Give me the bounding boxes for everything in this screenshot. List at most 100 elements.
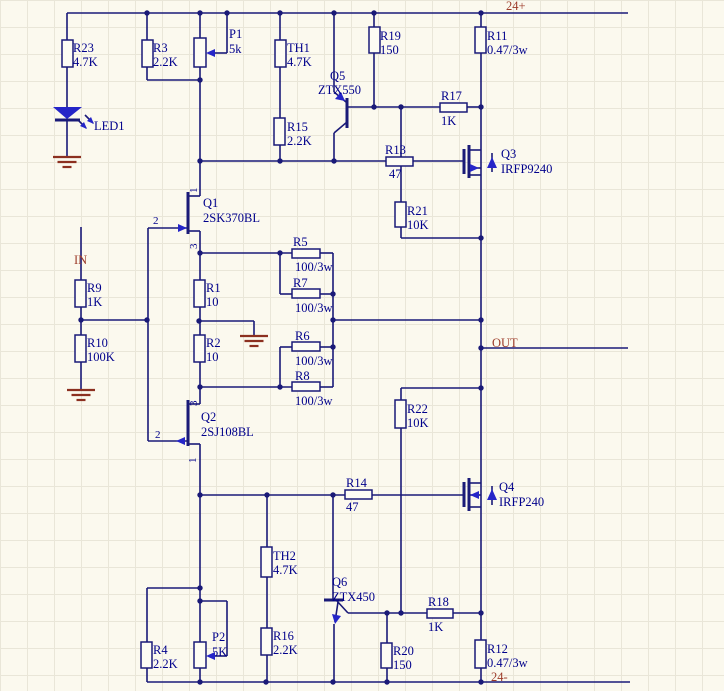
- resistor-R22-ref: R22: [407, 402, 428, 416]
- resistor-R7-value: 100/3w: [295, 301, 333, 315]
- resistor-R3-ref: R3: [153, 41, 168, 55]
- resistor-R6-value: 100/3w: [295, 354, 333, 368]
- junction-dot: [371, 10, 377, 16]
- pot-P1-value: 5k: [229, 42, 242, 56]
- resistor-R1-body: [193, 279, 206, 308]
- resistor-R5-body: [291, 248, 321, 259]
- junction-dot: [197, 585, 203, 591]
- resistor-R14-ref: R14: [346, 476, 368, 490]
- resistor-R15-ref: R15: [287, 120, 308, 134]
- resistor-R4-body: [140, 641, 153, 669]
- pin-number: 2: [155, 429, 161, 441]
- resistor-R22-value: 10K: [407, 416, 429, 430]
- resistor-R10-body: [74, 334, 87, 363]
- pot-P2-value: 5K: [212, 645, 227, 659]
- pot-P1-ref: P1: [229, 27, 242, 41]
- resistor-R12-body: [474, 639, 487, 669]
- resistor-R16-value: 2.2K: [273, 643, 298, 657]
- q3-substrate-arrow: [487, 157, 497, 168]
- pot-P2-body: [193, 641, 207, 669]
- resistor-R3-value: 2.2K: [153, 55, 178, 69]
- junction-dot: [144, 317, 150, 323]
- junction-dot: [330, 492, 336, 498]
- transistor-Q5-part: ZTX550: [318, 83, 361, 97]
- junction-dot: [330, 291, 336, 297]
- resistor-R7-body: [291, 288, 321, 299]
- transistor-Q2-ref: Q2: [201, 410, 216, 424]
- q4-substrate-arrow: [487, 489, 497, 500]
- resistor-R5-value: 100/3w: [295, 260, 333, 274]
- resistor-R16-ref: R16: [273, 629, 294, 643]
- junction-dot: [331, 10, 337, 16]
- transistor-Q5-ref: Q5: [330, 69, 345, 83]
- pin-number: 1: [187, 458, 199, 464]
- q2-gate-arrow: [176, 437, 185, 445]
- resistor-R18-value: 1K: [428, 620, 443, 634]
- pot-P1-body: [193, 37, 207, 68]
- resistor-R17-body: [439, 102, 468, 113]
- resistor-TH1-ref: TH1: [287, 41, 310, 55]
- q1-gate-arrow: [178, 224, 187, 232]
- junction-dot: [371, 104, 377, 110]
- net-label-24-: 24-: [491, 670, 508, 684]
- pin-number: 3: [188, 243, 200, 249]
- q3-channel-arrow: [470, 164, 479, 172]
- pin-number: 2: [153, 215, 159, 227]
- q5-emitter-arrow: [335, 92, 345, 101]
- resistor-TH2-ref: TH2: [273, 549, 296, 563]
- junction-dot: [398, 104, 404, 110]
- resistor-R2-ref: R2: [206, 336, 221, 350]
- resistor-TH2-body: [260, 546, 273, 578]
- junction-dot: [398, 610, 404, 616]
- junction-dot: [197, 158, 203, 164]
- resistor-R12-ref: R12: [487, 642, 508, 656]
- transistor-Q3-part: IRFP9240: [501, 162, 552, 176]
- resistor-R13-ref: R13: [385, 143, 406, 157]
- junction-dot: [277, 158, 283, 164]
- junction-dot: [384, 679, 390, 685]
- junction-dot: [478, 235, 484, 241]
- resistor-R19-ref: R19: [380, 29, 401, 43]
- junction-dot: [263, 679, 269, 685]
- resistor-R8-ref: R8: [295, 369, 310, 383]
- resistor-R13-body: [385, 156, 414, 167]
- resistor-R21-ref: R21: [407, 204, 428, 218]
- resistor-R9-ref: R9: [87, 281, 102, 295]
- junction-dot: [330, 344, 336, 350]
- junction-dot: [478, 385, 484, 391]
- resistor-R4-ref: R4: [153, 643, 168, 657]
- led-label: LED1: [94, 119, 125, 133]
- junction-dot: [277, 250, 283, 256]
- resistor-R11-body: [474, 26, 487, 54]
- transistor-Q2-part: 2SJ108BL: [201, 425, 254, 439]
- resistor-R1-ref: R1: [206, 281, 221, 295]
- resistor-R15-value: 2.2K: [287, 134, 312, 148]
- resistor-R23-value: 4.7K: [73, 55, 98, 69]
- resistor-R9-value: 1K: [87, 295, 102, 309]
- net-label-24+: 24+: [506, 0, 526, 13]
- resistor-R21-value: 10K: [407, 218, 429, 232]
- resistor-R23-body: [61, 39, 74, 68]
- junction-dot: [197, 250, 203, 256]
- p1-wiper-arrow: [206, 49, 215, 57]
- pin-number: 1: [188, 188, 200, 194]
- wire: [336, 600, 349, 614]
- net-label-IN: IN: [74, 253, 87, 267]
- resistor-R1-value: 10: [206, 295, 219, 309]
- resistor-R23-ref: R23: [73, 41, 94, 55]
- resistor-R14-value: 47: [346, 500, 359, 514]
- wire: [333, 121, 348, 134]
- resistor-R11-ref: R11: [487, 29, 507, 43]
- resistor-R14-body: [344, 489, 373, 500]
- junction-dot: [264, 492, 270, 498]
- junction-dot: [224, 10, 230, 16]
- resistor-R20-ref: R20: [393, 644, 414, 658]
- resistor-R21-body: [394, 201, 407, 228]
- resistor-R12-value: 0.47/3w: [487, 656, 528, 670]
- transistor-Q4-ref: Q4: [499, 480, 515, 494]
- junction-dot: [197, 492, 203, 498]
- junction-dot: [478, 10, 484, 16]
- resistor-R2-value: 10: [206, 350, 219, 364]
- resistor-TH2-value: 4.7K: [273, 563, 298, 577]
